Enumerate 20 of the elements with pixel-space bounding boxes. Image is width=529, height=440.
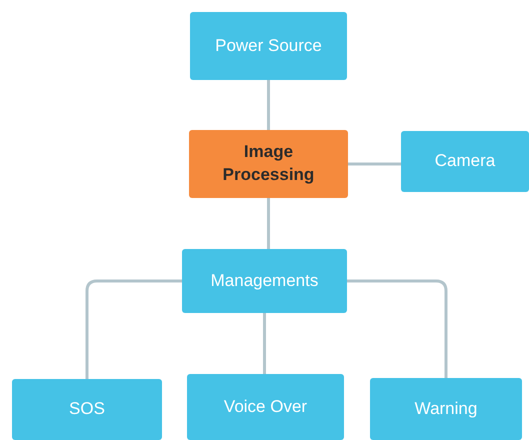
node-label: Voice Over <box>224 396 308 418</box>
node-label: Power Source <box>215 34 322 57</box>
node-label: SOS <box>69 398 105 420</box>
process-box <box>189 130 348 198</box>
connector-line <box>267 80 270 130</box>
process-box <box>182 249 347 313</box>
connector-line <box>347 280 448 378</box>
process-box <box>190 12 347 80</box>
process-box <box>370 378 522 440</box>
connector-line <box>348 162 401 166</box>
process-box <box>12 379 162 440</box>
process-box <box>187 374 344 440</box>
node-label: Warning <box>414 398 478 420</box>
connector-line <box>263 313 266 374</box>
node-label: Image Processing <box>222 141 316 186</box>
connector-line <box>267 198 270 249</box>
node-label: Managements <box>210 270 318 292</box>
node-label: Camera <box>434 150 496 172</box>
connector-line <box>86 280 182 379</box>
process-box <box>401 131 529 192</box>
